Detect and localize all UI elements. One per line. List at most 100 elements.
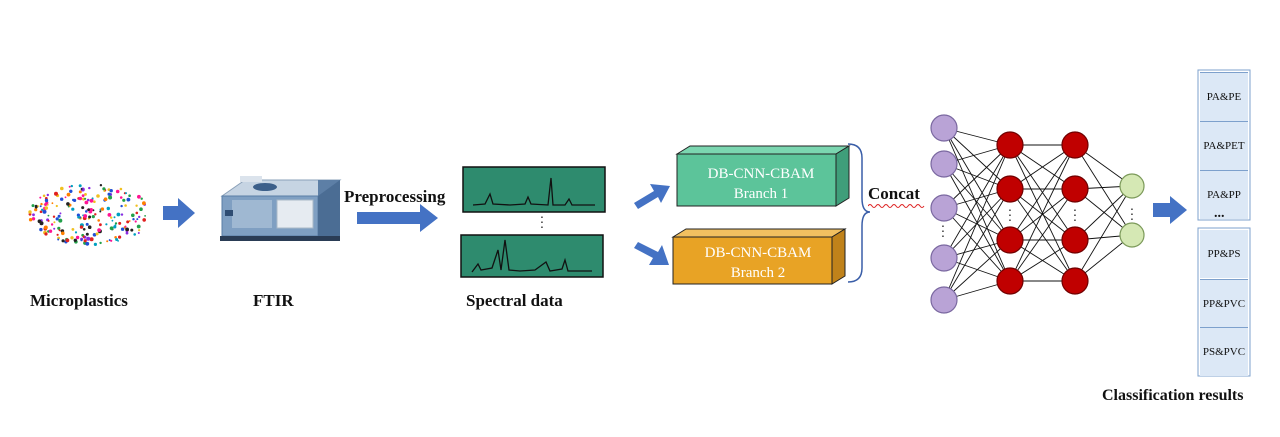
- microplastic-particle: [99, 210, 102, 213]
- microplastic-particle: [64, 196, 67, 199]
- microplastic-particle: [69, 189, 73, 193]
- microplastic-particle: [103, 197, 108, 201]
- microplastic-particle: [57, 226, 61, 230]
- microplastic-particle: [106, 240, 109, 243]
- microplastic-particle: [89, 208, 93, 212]
- label-preprocessing: Preprocessing: [344, 187, 446, 206]
- microplastic-particle: [144, 215, 147, 217]
- hidden-node: [1061, 267, 1089, 295]
- microplastic-particle: [39, 196, 42, 199]
- microplastic-particle: [138, 215, 141, 219]
- microplastic-particle: [137, 194, 141, 199]
- microplastic-particle: [43, 225, 48, 230]
- result-item: PP&PS: [1200, 230, 1248, 278]
- microplastic-particle: [130, 228, 134, 232]
- microplastic-particle: [106, 206, 111, 211]
- microplastic-particle: [39, 205, 42, 208]
- hidden-layer-2-ellipsis: ···: [1072, 201, 1078, 227]
- microplastic-particle: [119, 187, 123, 191]
- microplastic-particle: [124, 225, 127, 228]
- hidden-node: [996, 226, 1024, 254]
- network-connection: [1074, 144, 1133, 236]
- microplastic-particle: [88, 215, 92, 219]
- result-item: PS&PVC: [1200, 327, 1248, 376]
- microplastic-particle: [142, 201, 146, 206]
- microplastic-particle: [79, 225, 84, 229]
- input-node: [930, 244, 958, 272]
- microplastic-particle: [113, 216, 116, 219]
- spectra-vertical-ellipsis: ···: [539, 208, 545, 234]
- results-column: [1197, 69, 1251, 377]
- result-item: PA&PE: [1200, 72, 1248, 121]
- microplastic-particle: [84, 197, 87, 200]
- microplastic-particle: [84, 193, 87, 196]
- microplastic-particle: [89, 198, 94, 203]
- microplastic-particle: [120, 204, 123, 208]
- microplastic-particle: [31, 204, 35, 208]
- microplastic-particle: [99, 241, 102, 245]
- microplastic-particle: [125, 231, 129, 235]
- microplastic-particle: [74, 231, 78, 234]
- microplastic-particle: [118, 235, 122, 239]
- microplastic-particle: [52, 215, 56, 218]
- microplastic-particle: [70, 236, 74, 240]
- arrow-micro-to-ftir: [163, 198, 195, 228]
- microplastic-particle: [71, 228, 75, 231]
- microplastic-particle: [138, 229, 141, 232]
- microplastic-particle: [99, 223, 102, 227]
- microplastic-particle: [87, 208, 91, 212]
- microplastic-particle: [60, 197, 64, 201]
- microplastic-particle: [55, 217, 59, 221]
- microplastic-particle: [111, 219, 114, 222]
- microplastic-particle: [48, 229, 53, 233]
- network-connection: [1009, 188, 1076, 282]
- network-connection: [1009, 144, 1076, 282]
- microplastic-particle: [83, 239, 87, 243]
- microplastic-particle: [84, 200, 89, 205]
- hidden-layer-1-ellipsis: ···: [1007, 201, 1013, 227]
- branch-1-title: DB-CNN-CBAM: [707, 166, 815, 182]
- network-connection: [943, 239, 1011, 301]
- label-spectral-data: Spectral data: [466, 291, 563, 310]
- microplastic-particle: [44, 232, 48, 236]
- microplastic-particle: [76, 213, 80, 217]
- microplastic-particle: [124, 204, 127, 207]
- microplastic-particle: [39, 210, 43, 214]
- microplastic-particle: [31, 217, 36, 221]
- microplastic-particle: [140, 197, 143, 200]
- microplastic-particle: [125, 227, 129, 232]
- microplastic-particle: [103, 190, 106, 192]
- microplastic-particle: [91, 197, 94, 200]
- microplastic-particle: [97, 228, 101, 233]
- microplastic-particle: [107, 192, 111, 196]
- microplastic-particle: [120, 227, 125, 231]
- microplastic-particle: [81, 206, 85, 210]
- network-connection: [1009, 188, 1076, 241]
- arrow-to-branch2: [634, 242, 669, 265]
- hidden-node: [1061, 226, 1089, 254]
- microplastic-particle: [55, 204, 58, 208]
- branch-2-title: DB-CNN-CBAM: [704, 245, 812, 261]
- output-node: [1119, 173, 1145, 199]
- microplastic-particle: [50, 223, 54, 226]
- spectrum-panel-1: [462, 166, 606, 213]
- concat-brace: [847, 143, 871, 283]
- network-connection: [943, 127, 1011, 241]
- hidden-node: [996, 175, 1024, 203]
- microplastic-particle: [137, 232, 140, 234]
- microplastic-particle: [85, 210, 88, 213]
- input-layer-ellipsis: ···: [940, 217, 946, 243]
- microplastic-particle: [34, 204, 38, 208]
- label-ftir: FTIR: [253, 291, 294, 310]
- microplastic-particle: [97, 219, 100, 222]
- input-node: [930, 150, 958, 178]
- result-item: PA&PP: [1200, 170, 1248, 219]
- microplastic-particle: [110, 239, 113, 242]
- microplastic-particle: [107, 213, 112, 217]
- microplastic-particle: [119, 196, 123, 199]
- microplastic-particle: [135, 211, 139, 215]
- microplastic-particle: [108, 195, 113, 200]
- microplastic-particle: [78, 196, 83, 201]
- microplastic-particle: [57, 214, 61, 218]
- microplastic-particle: [39, 227, 43, 232]
